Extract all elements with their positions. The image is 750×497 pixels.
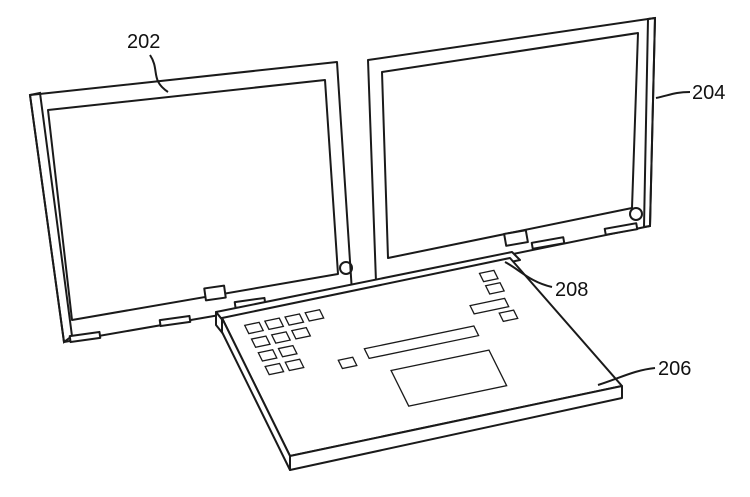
leader-206 <box>597 367 656 386</box>
leader-204 <box>655 91 691 99</box>
leader-202 <box>149 54 169 93</box>
left-display <box>28 61 353 344</box>
label-206: 206 <box>658 358 691 380</box>
keyboard-base <box>221 257 623 471</box>
right-display <box>367 16 657 283</box>
leader-208 <box>504 261 553 288</box>
keyboard-keys <box>243 270 547 429</box>
label-202: 202 <box>127 31 160 53</box>
label-208: 208 <box>555 279 588 301</box>
label-204: 204 <box>692 82 725 104</box>
